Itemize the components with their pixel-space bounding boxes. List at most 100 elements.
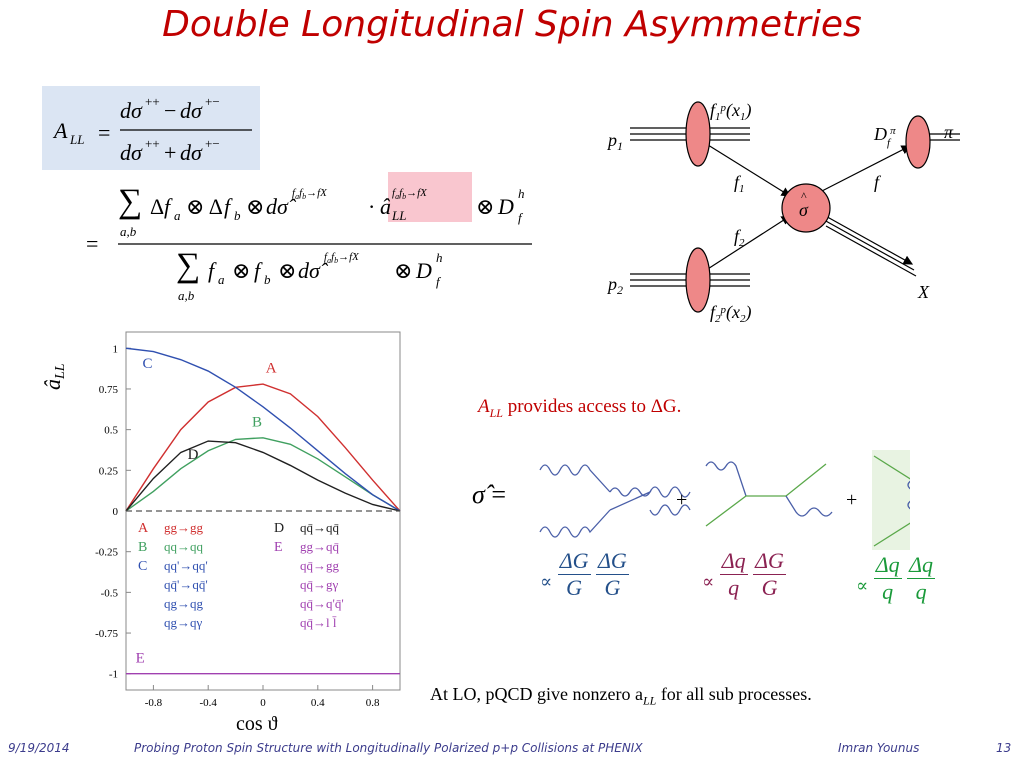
curve-label-D: D — [188, 447, 199, 463]
y-tick-label: 0.5 — [104, 425, 118, 437]
qq-den-1: q — [882, 579, 894, 604]
svg-text:fafb→fX: fafb→fX — [324, 251, 360, 265]
hard-scattering-blob — [781, 183, 831, 233]
slide-title: Double Longitudinal Spin Asymmetries — [162, 4, 862, 45]
legend-key-E: E — [274, 540, 283, 555]
gluon-diagram — [539, 464, 691, 538]
legend-key-C: C — [138, 559, 147, 574]
svg-text:h: h — [436, 250, 443, 265]
svg-text:f: f — [436, 274, 442, 289]
svg-text:=: = — [86, 231, 98, 256]
legend-process: qq̄→qq̄ — [300, 520, 340, 535]
lo-subscript: LL — [642, 693, 657, 708]
gg-num-2: ΔG — [596, 548, 629, 575]
svg-text:f: f — [224, 194, 233, 219]
x-tick-label: -0.8 — [145, 697, 163, 709]
svg-text:++: ++ — [145, 94, 160, 109]
svg-text:dσ: dσ — [120, 98, 143, 123]
svg-text:dσ: dσ — [120, 140, 143, 165]
svg-text:fafb→fX: fafb→fX — [392, 187, 428, 201]
legend-process: qq→qq — [164, 539, 204, 554]
plus-1: + — [676, 489, 687, 511]
svg-text:+−: +− — [205, 94, 220, 109]
x-axis-label: cos ϑ — [236, 713, 278, 735]
legend-process: qq̄→gγ — [300, 577, 339, 592]
footer-center: Probing Proton Spin Structure with Longi… — [134, 741, 643, 755]
svg-text:f: f — [164, 194, 173, 219]
svg-text:++: ++ — [145, 136, 160, 151]
svg-text:⊗: ⊗ — [476, 194, 494, 219]
legend-process: gg→qq̄ — [300, 539, 340, 554]
svg-text:â: â — [380, 194, 391, 219]
lo-suffix: for all sub processes. — [660, 684, 812, 704]
svg-text:a: a — [218, 272, 225, 287]
svg-text:b: b — [234, 208, 241, 223]
x-tick-label: 0.4 — [311, 697, 325, 709]
svg-text:∑: ∑ — [176, 247, 200, 284]
svg-text:a,b: a,b — [120, 224, 137, 239]
svg-text:+−: +− — [205, 136, 220, 151]
svg-text:dσ: dσ — [180, 98, 203, 123]
y-tick-label: -1 — [109, 669, 118, 681]
svg-text:A: A — [52, 118, 68, 143]
svg-text:p1: p1 — [606, 130, 623, 153]
curve-label-E: E — [136, 650, 145, 666]
qq-num-2: Δq — [907, 552, 936, 579]
svg-text:a: a — [174, 208, 181, 223]
svg-text:a,b: a,b — [178, 288, 195, 303]
svg-text:p2: p2 — [606, 274, 623, 297]
access-description: provides access to ΔG. — [507, 396, 682, 417]
svg-text:X: X — [917, 282, 930, 302]
svg-text:−: − — [164, 98, 176, 123]
legend-process: qq̄→l l̄ — [300, 615, 337, 630]
qq-den-2: q — [915, 579, 927, 604]
svg-text:⊗: ⊗ — [394, 258, 412, 283]
svg-text:f1p(x1): f1p(x1) — [710, 100, 752, 123]
x-tick-label: 0.8 — [366, 697, 380, 709]
access-text: ALL provides access to ΔG. — [478, 396, 681, 421]
legend-process: qq'→qq' — [164, 558, 208, 573]
qg-den-2: G — [761, 575, 778, 600]
y-tick-label: 0.75 — [99, 384, 119, 396]
legend-process: gg→gg — [164, 520, 204, 535]
gg-den-2: G — [604, 575, 621, 600]
y-tick-label: -0.25 — [95, 547, 118, 559]
svg-text:⊗: ⊗ — [246, 194, 264, 219]
legend-process: qq̄→gg — [300, 558, 340, 573]
svg-text:f1: f1 — [734, 172, 745, 195]
sigma-hat-label: σ̂ = — [472, 480, 506, 509]
lo-prefix: At LO, pQCD give nonzero a — [430, 684, 643, 704]
y-tick-label: 1 — [113, 343, 119, 355]
svg-text:·: · — [368, 194, 375, 219]
legend-process: qg→qγ — [164, 615, 203, 630]
y-tick-label: 0.25 — [99, 465, 119, 477]
footer-date: 9/19/2014 — [8, 741, 70, 755]
y-tick-label: 0 — [113, 506, 119, 518]
qq-num-1: Δq — [873, 552, 902, 579]
footer-page: 13 — [996, 741, 1012, 755]
partonic-asymmetry-highlight — [388, 172, 472, 222]
curve-label-A: A — [266, 361, 277, 377]
legend-key-A: A — [138, 521, 149, 536]
access-subscript: LL — [489, 405, 503, 420]
factorization-diagram: p1 p2 f1p(x1) f2p(x2) f1 f2 f Dfπ π X σ … — [606, 100, 960, 325]
svg-text:Dfπ: Dfπ — [873, 124, 896, 149]
access-symbol: A — [478, 396, 490, 417]
footer-author: Imran Younus — [838, 741, 920, 755]
svg-text:fafb→fX: fafb→fX — [292, 187, 328, 201]
svg-text:⊗ Δ: ⊗ Δ — [186, 194, 223, 219]
svg-text:⊗: ⊗ — [278, 258, 296, 283]
fragmentation-blob — [905, 115, 931, 169]
svg-text:⊗: ⊗ — [232, 258, 250, 283]
svg-text:+: + — [164, 140, 176, 165]
y-tick-label: -0.75 — [95, 628, 118, 640]
legend-key-D: D — [274, 521, 284, 536]
svg-text:π: π — [944, 122, 954, 142]
lo-statement: At LO, pQCD give nonzero aLL for all sub… — [430, 684, 812, 709]
curve-B — [125, 437, 401, 512]
